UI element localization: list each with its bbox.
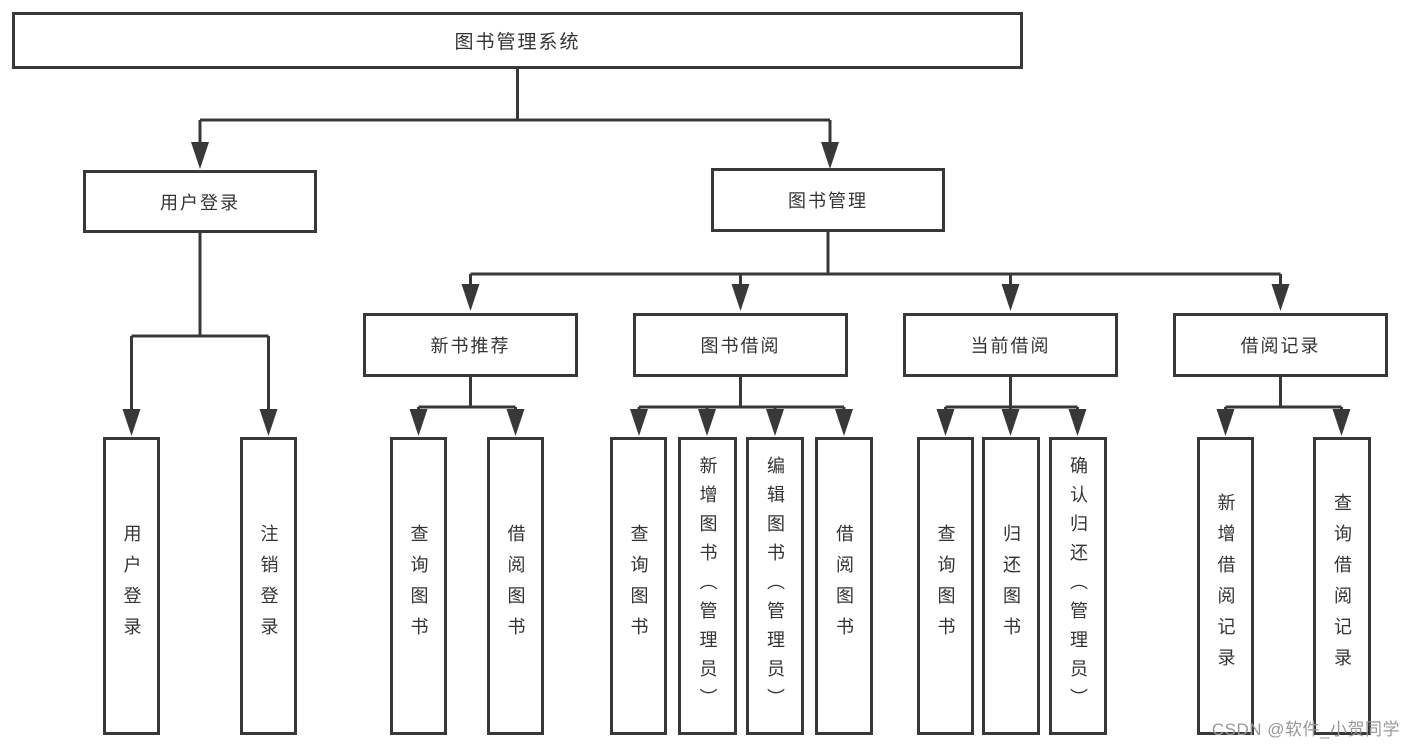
leaf-add-book-admin: 新增图书（管理员） — [678, 437, 737, 735]
node-label: 当前借阅 — [970, 336, 1051, 356]
leaf-label: 编辑图书（管理员） — [765, 455, 785, 717]
leaf-borrow-books-recommend: 借阅图书 — [487, 437, 544, 735]
leaf-borrow-books: 借阅图书 — [815, 437, 873, 735]
leaf-label: 查询图书 — [935, 524, 956, 648]
leaf-query-books-borrow: 查询图书 — [610, 437, 667, 735]
connector-current-to-leaves — [944, 377, 1079, 414]
leaf-logout: 注销登录 — [240, 437, 297, 735]
connector-newbook-to-leaves — [417, 377, 517, 414]
leaf-label: 查询图书 — [628, 524, 649, 648]
node-borrowing-records: 借阅记录 — [1173, 313, 1388, 377]
leaf-label: 归还图书 — [1001, 524, 1021, 648]
leaf-label: 注销登录 — [258, 524, 279, 648]
leaf-return-book: 归还图书 — [982, 437, 1040, 735]
leaf-user-login: 用户登录 — [103, 437, 160, 735]
connector-mgmt-to-level3 — [469, 232, 1282, 290]
node-label: 借阅记录 — [1240, 336, 1321, 356]
connector-login-to-leaves — [130, 233, 270, 414]
leaf-query-books-recommend: 查询图书 — [390, 437, 447, 735]
leaf-label: 确认归还（管理员） — [1068, 455, 1088, 717]
connector-root-to-level2 — [198, 69, 832, 148]
leaf-label: 用户登录 — [121, 524, 142, 648]
leaf-label: 新增借阅记录 — [1215, 493, 1236, 679]
leaf-add-borrow-record: 新增借阅记录 — [1197, 437, 1254, 735]
node-book-borrowing: 图书借阅 — [633, 313, 848, 377]
node-label: 新书推荐 — [430, 336, 511, 356]
node-current-borrowing: 当前借阅 — [903, 313, 1118, 377]
csdn-watermark: CSDN @软件_小贺同学 — [1211, 720, 1400, 739]
node-label: 用户登录 — [160, 192, 240, 213]
leaf-query-books-current: 查询图书 — [917, 437, 974, 735]
node-library-management-system: 图书管理系统 — [12, 12, 1023, 69]
leaf-label: 新增图书（管理员） — [697, 455, 718, 717]
leaf-query-borrow-record: 查询借阅记录 — [1313, 437, 1371, 735]
node-label: 图书管理 — [788, 191, 868, 211]
node-book-management: 图书管理 — [711, 168, 945, 232]
leaf-label: 借阅图书 — [834, 524, 854, 648]
leaf-label: 借阅图书 — [505, 524, 526, 648]
node-user-login: 用户登录 — [83, 170, 317, 233]
connector-records-to-leaves — [1224, 377, 1343, 414]
node-label: 图书借阅 — [700, 336, 781, 356]
leaf-label: 查询图书 — [408, 524, 429, 648]
leaf-confirm-return-admin: 确认归还（管理员） — [1049, 437, 1107, 735]
connector-borrow-to-leaves — [637, 377, 846, 414]
leaf-edit-book-admin: 编辑图书（管理员） — [746, 437, 804, 735]
node-label: 图书管理系统 — [454, 32, 581, 53]
leaf-label: 查询借阅记录 — [1332, 493, 1352, 679]
node-new-book-recommendation: 新书推荐 — [363, 313, 578, 377]
